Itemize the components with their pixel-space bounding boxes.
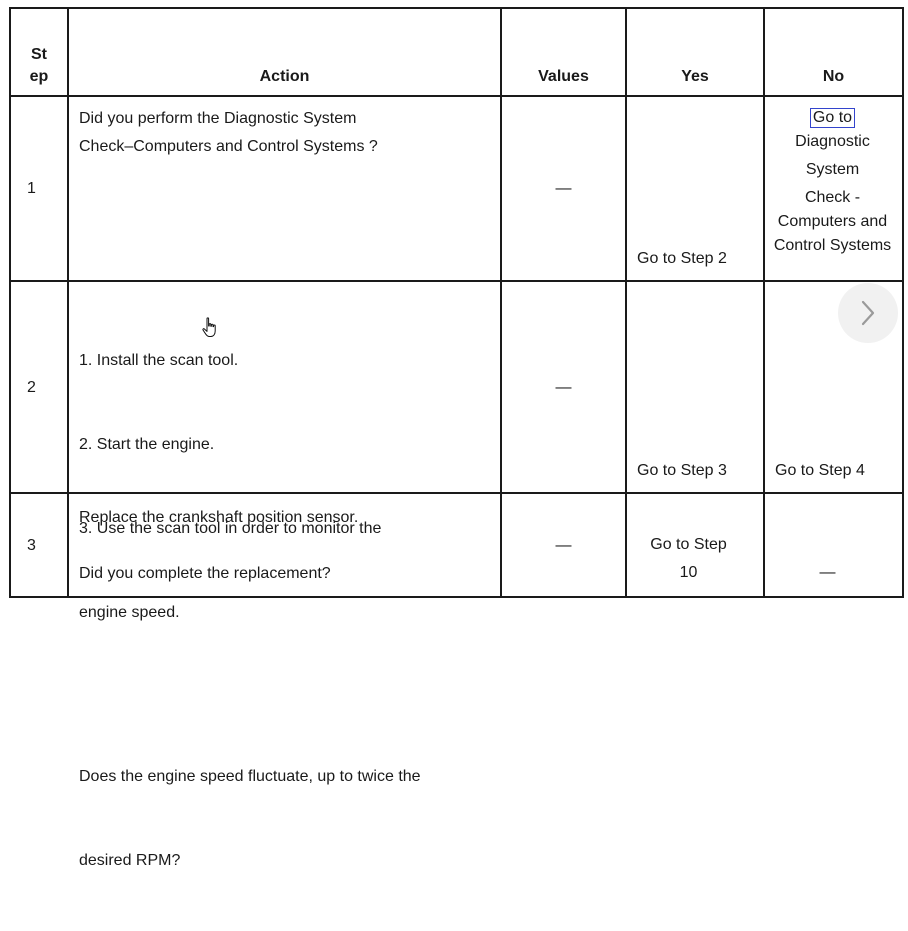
header-step-label: St ep	[29, 46, 49, 85]
chevron-right-icon	[861, 300, 875, 326]
values-cell: —	[555, 537, 572, 554]
action-line: 2. Start the engine.	[79, 436, 215, 453]
action-text: Did you perform the Diagnostic System Ch…	[79, 105, 494, 161]
values-cell: —	[555, 180, 572, 197]
step-number: 1	[27, 180, 36, 197]
action-text: 1. Install the scan tool. 2. Start the e…	[79, 291, 494, 931]
action-line: Did you complete the replacement?	[79, 565, 331, 582]
header-no: No	[822, 68, 845, 85]
yes-link-line[interactable]: Go to Step	[650, 536, 727, 553]
action-line: desired RPM?	[79, 852, 181, 869]
action-line-blank	[79, 683, 494, 707]
no-link[interactable]: Go to Step 4	[775, 462, 865, 479]
column-divider	[500, 7, 502, 598]
no-link-diagnostic-check[interactable]: Go to Diagnostic System Check - Computer…	[765, 108, 900, 258]
next-button[interactable]	[838, 283, 898, 343]
table-border-bottom	[9, 596, 904, 598]
action-text: Replace the crankshaft position sensor. …	[79, 504, 494, 588]
hand-pointer-icon	[202, 317, 216, 337]
step-number: 2	[27, 379, 36, 396]
table-border-left	[9, 7, 11, 598]
header-action: Action	[259, 68, 310, 85]
no-link-line[interactable]: Diagnostic	[795, 133, 870, 150]
column-divider	[625, 7, 627, 598]
header-divider	[9, 95, 904, 97]
column-divider	[763, 7, 765, 598]
header-step: St ep	[11, 44, 67, 88]
no-link-line[interactable]: Check -	[804, 189, 861, 206]
action-line: 3. Use the scan tool in order to monitor…	[79, 520, 382, 537]
header-yes: Yes	[681, 68, 709, 85]
values-cell: —	[555, 379, 572, 396]
no-link-line[interactable]: Control Systems	[773, 237, 892, 254]
no-link-line[interactable]: System	[805, 161, 860, 178]
column-divider	[67, 7, 69, 598]
yes-link-line[interactable]: 10	[679, 564, 698, 581]
table-border-top	[9, 7, 904, 9]
action-line: Check–Computers and Control Systems ?	[79, 138, 378, 155]
header-values: Values	[538, 68, 589, 85]
go-to-link[interactable]: Go to	[809, 108, 856, 128]
table-border-right	[902, 7, 904, 598]
row-divider	[9, 280, 904, 282]
action-line: engine speed.	[79, 604, 180, 621]
no-cell: —	[819, 564, 836, 581]
no-link-line[interactable]: Computers and	[777, 213, 888, 230]
yes-link[interactable]: Go to Step 10	[627, 531, 750, 587]
action-line: Did you perform the Diagnostic System	[79, 110, 357, 127]
action-line-blank	[79, 532, 494, 560]
action-line: Replace the crankshaft position sensor.	[79, 509, 359, 526]
row-divider	[9, 492, 904, 494]
diagnostic-table: St ep Action Values Yes No 1 Did you per…	[9, 7, 904, 869]
yes-link[interactable]: Go to Step 2	[637, 250, 727, 267]
action-line: Does the engine speed fluctuate, up to t…	[79, 768, 421, 785]
yes-link[interactable]: Go to Step 3	[637, 462, 727, 479]
step-number: 3	[27, 537, 36, 554]
action-line: 1. Install the scan tool.	[79, 352, 239, 369]
